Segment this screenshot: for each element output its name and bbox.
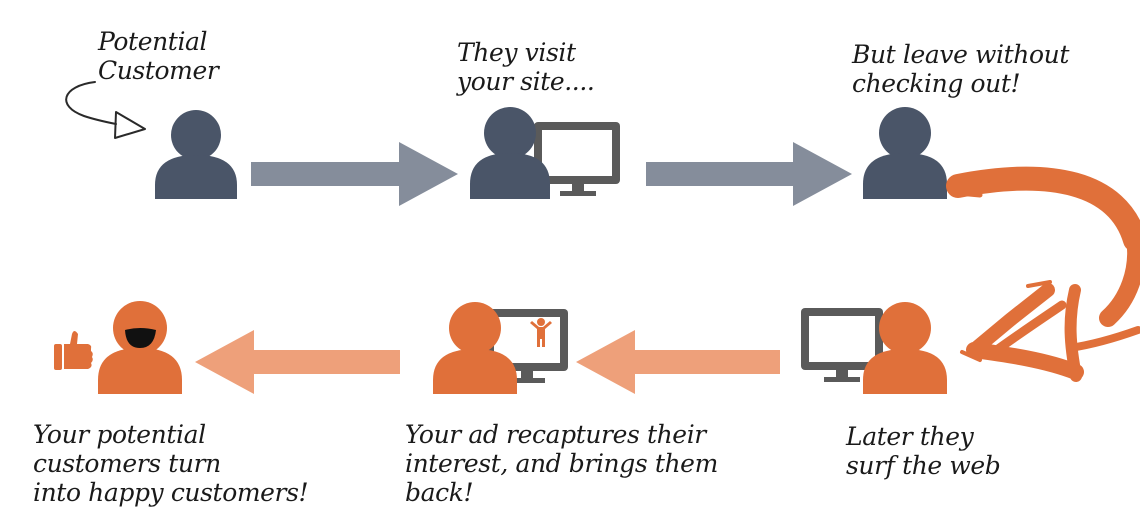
web-monitor-icon [801,308,883,382]
happy-customers-label: Your potential customers turn into happy… [33,420,309,507]
visitor-person-icon [470,107,550,199]
visit-site-label: They visit your site.... [457,38,595,96]
ad-recaptures-label: Your ad recaptures their interest, and b… [405,420,718,507]
ad-figure-icon [530,318,552,347]
leaving-person-icon [863,107,947,199]
flow-arrow-1 [251,142,458,206]
leave-without-checkout-label: But leave without checking out! [852,40,1069,98]
happy-customer-person-icon [98,301,182,394]
surf-web-label: Later they surf the web [846,422,1001,480]
return-arrow-1 [576,330,780,394]
returning-person-icon [433,302,517,394]
flow-arrow-2 [646,142,852,206]
return-brush-arrow [946,166,1140,382]
smile-icon [125,328,156,348]
monitor-icon [534,122,620,196]
thumbs-up-icon [54,331,93,370]
potential-customer-person-icon [155,110,237,199]
curved-arrow-icon [65,81,146,139]
surfing-person-icon [863,302,947,394]
potential-customer-label: Potential Customer [98,27,219,85]
return-arrow-2 [195,330,400,394]
